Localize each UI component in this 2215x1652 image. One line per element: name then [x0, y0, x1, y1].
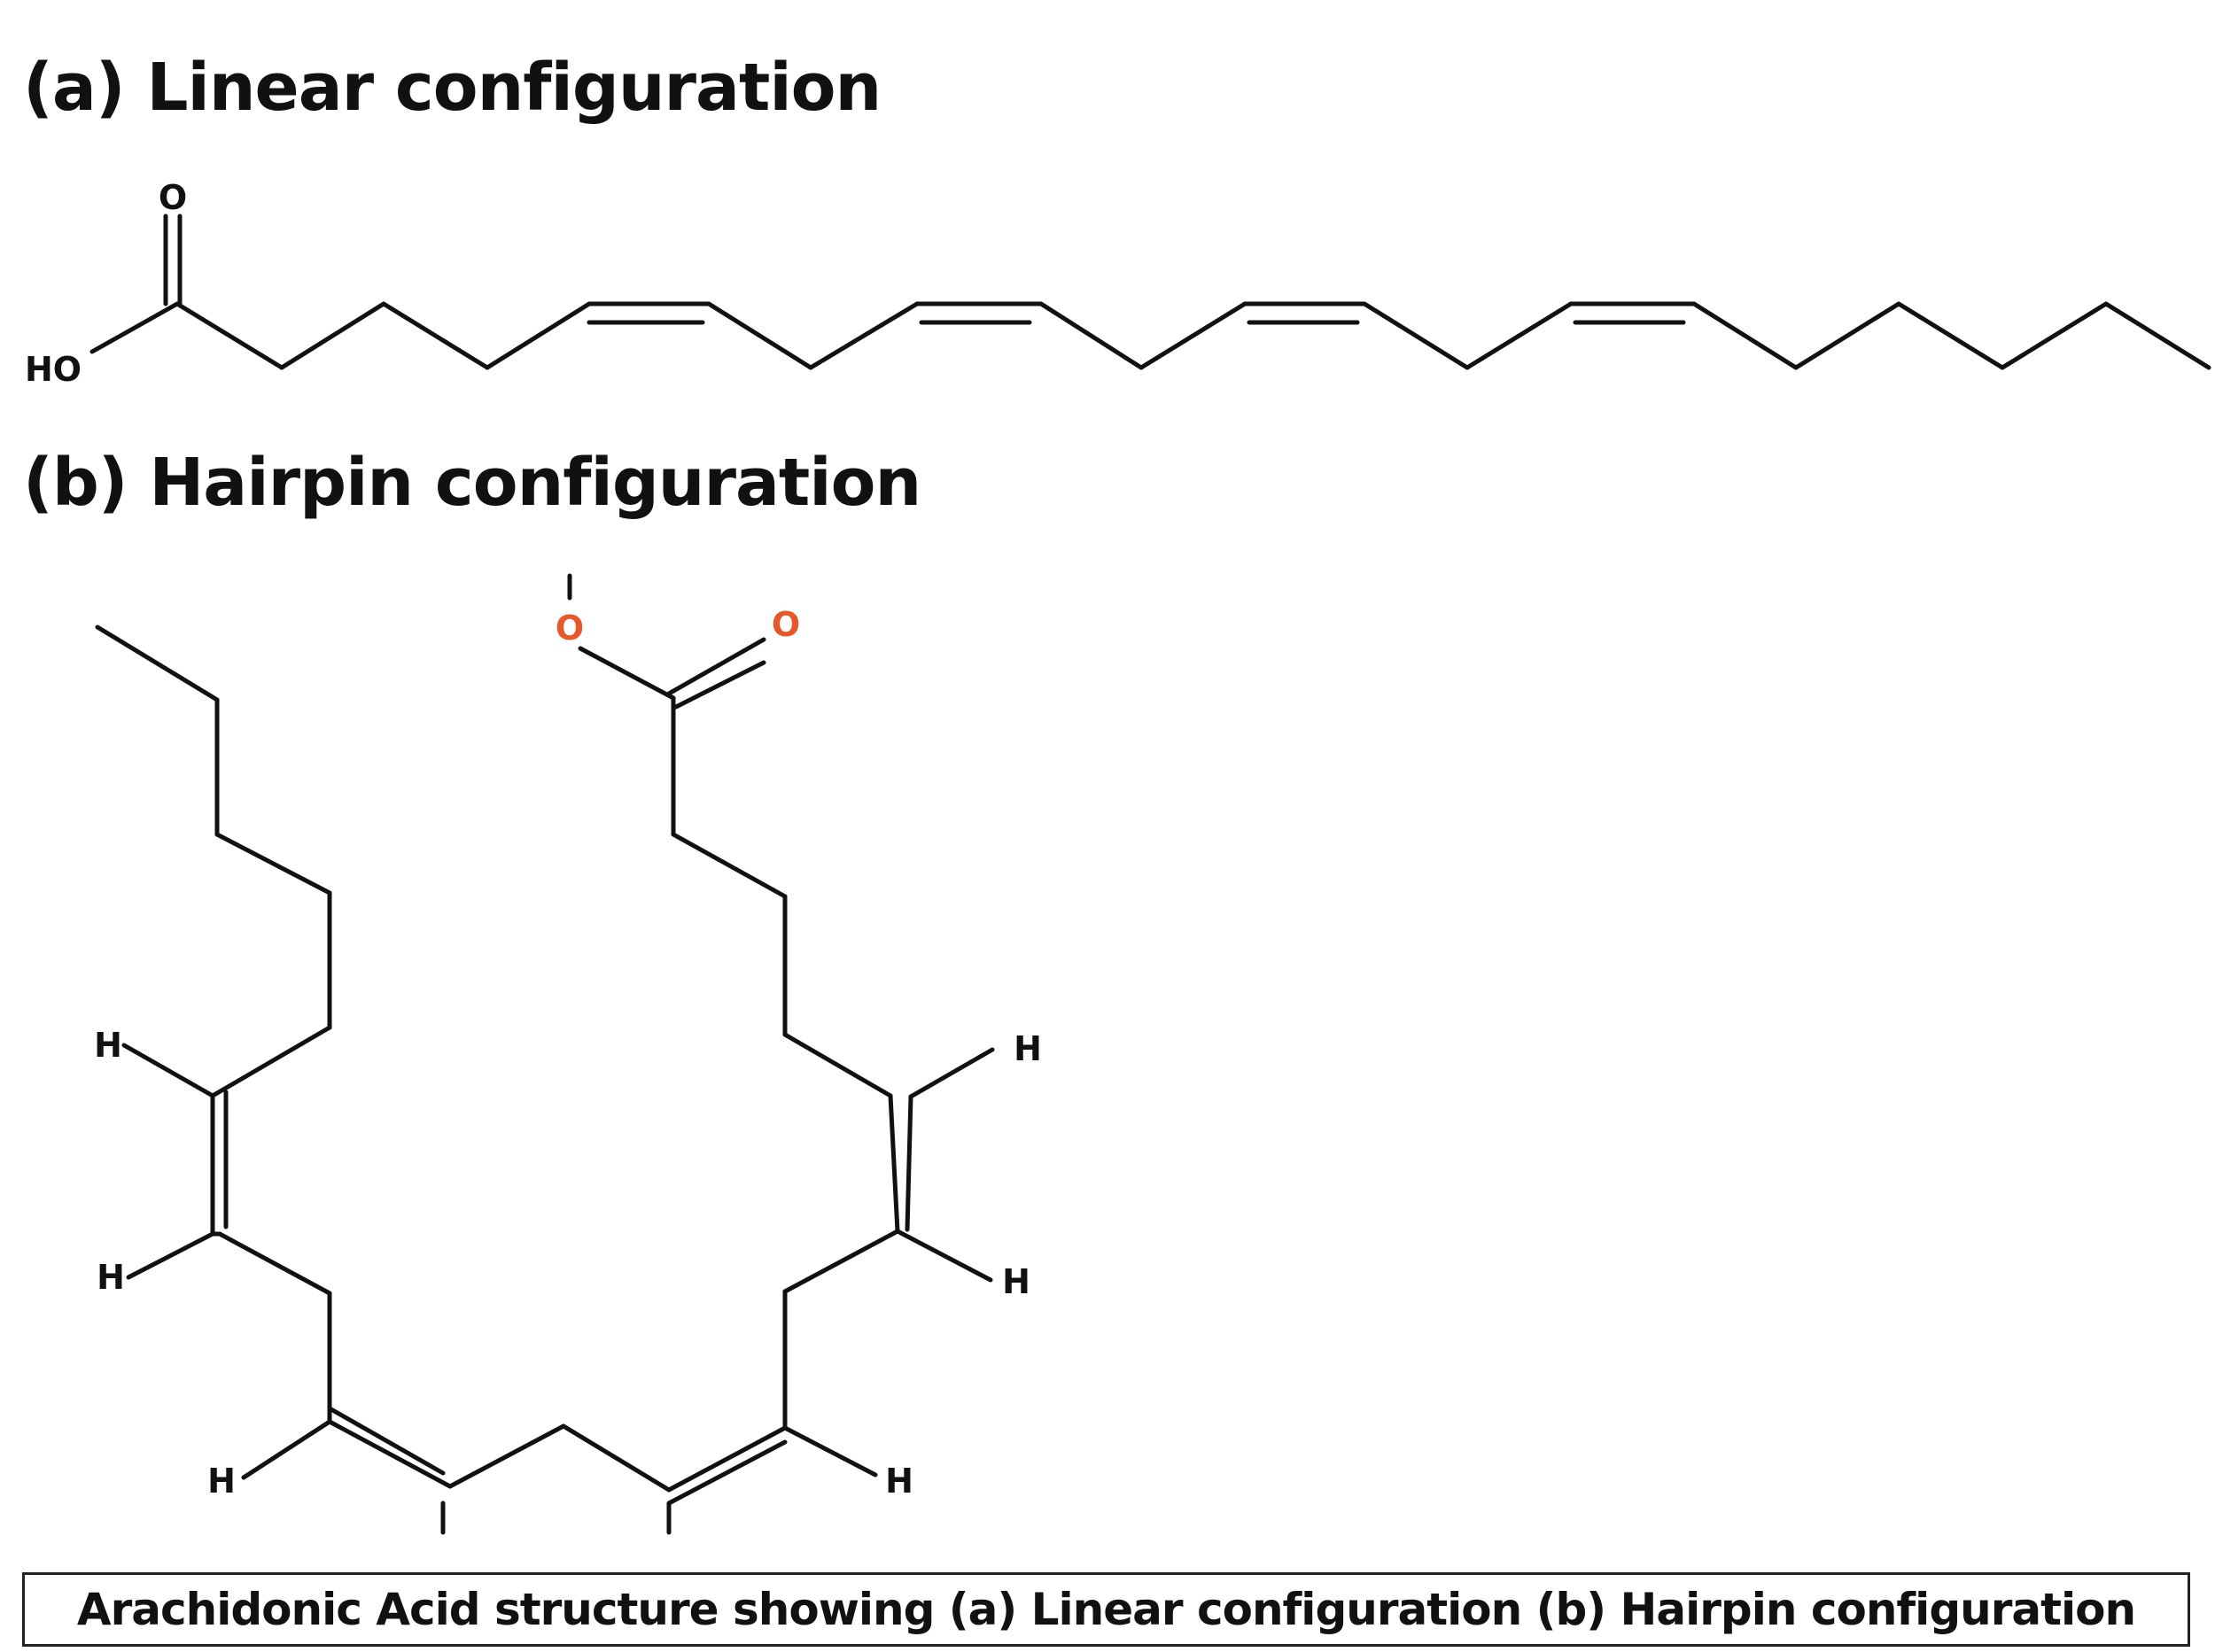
carbonyl-double-bond [163, 213, 183, 306]
hairpin-chain-bonds [95, 624, 900, 1493]
hydrogen-label: H [1002, 1262, 1030, 1301]
caption-box: Arachidonic Acid structure showing (a) L… [22, 1572, 2190, 1647]
hydrogen-label: H [1014, 1029, 1042, 1068]
stub-bonds [440, 1501, 672, 1535]
carboxylate-oxygen-single-label: O [556, 609, 584, 648]
hydrogen-bonds [121, 1043, 995, 1480]
hydrogen-label: H [207, 1462, 236, 1501]
carboxylate-oxygen-double-label: O [772, 605, 800, 644]
hairpin-double-bond-lines [223, 1090, 913, 1506]
carbonyl-oxygen-label: O [159, 178, 187, 217]
linear-structure-diagram: O HO [25, 178, 2211, 389]
caption-text: Arachidonic Acid structure showing (a) L… [76, 1584, 2136, 1635]
hairpin-structure-diagram: O O H H H H H H [94, 573, 1042, 1535]
hydrogen-label: H [97, 1258, 125, 1297]
heading-linear-configuration: (a) Linear configuration [23, 50, 882, 126]
hydrogen-label: H [94, 1026, 122, 1065]
linear-chain-bonds [89, 301, 2211, 370]
hydroxyl-label: HO [25, 350, 82, 389]
hydrogen-label: H [885, 1462, 913, 1501]
heading-hairpin-configuration: (b) Hairpin configuration [23, 445, 921, 521]
carboxylate-bonds [567, 573, 766, 710]
